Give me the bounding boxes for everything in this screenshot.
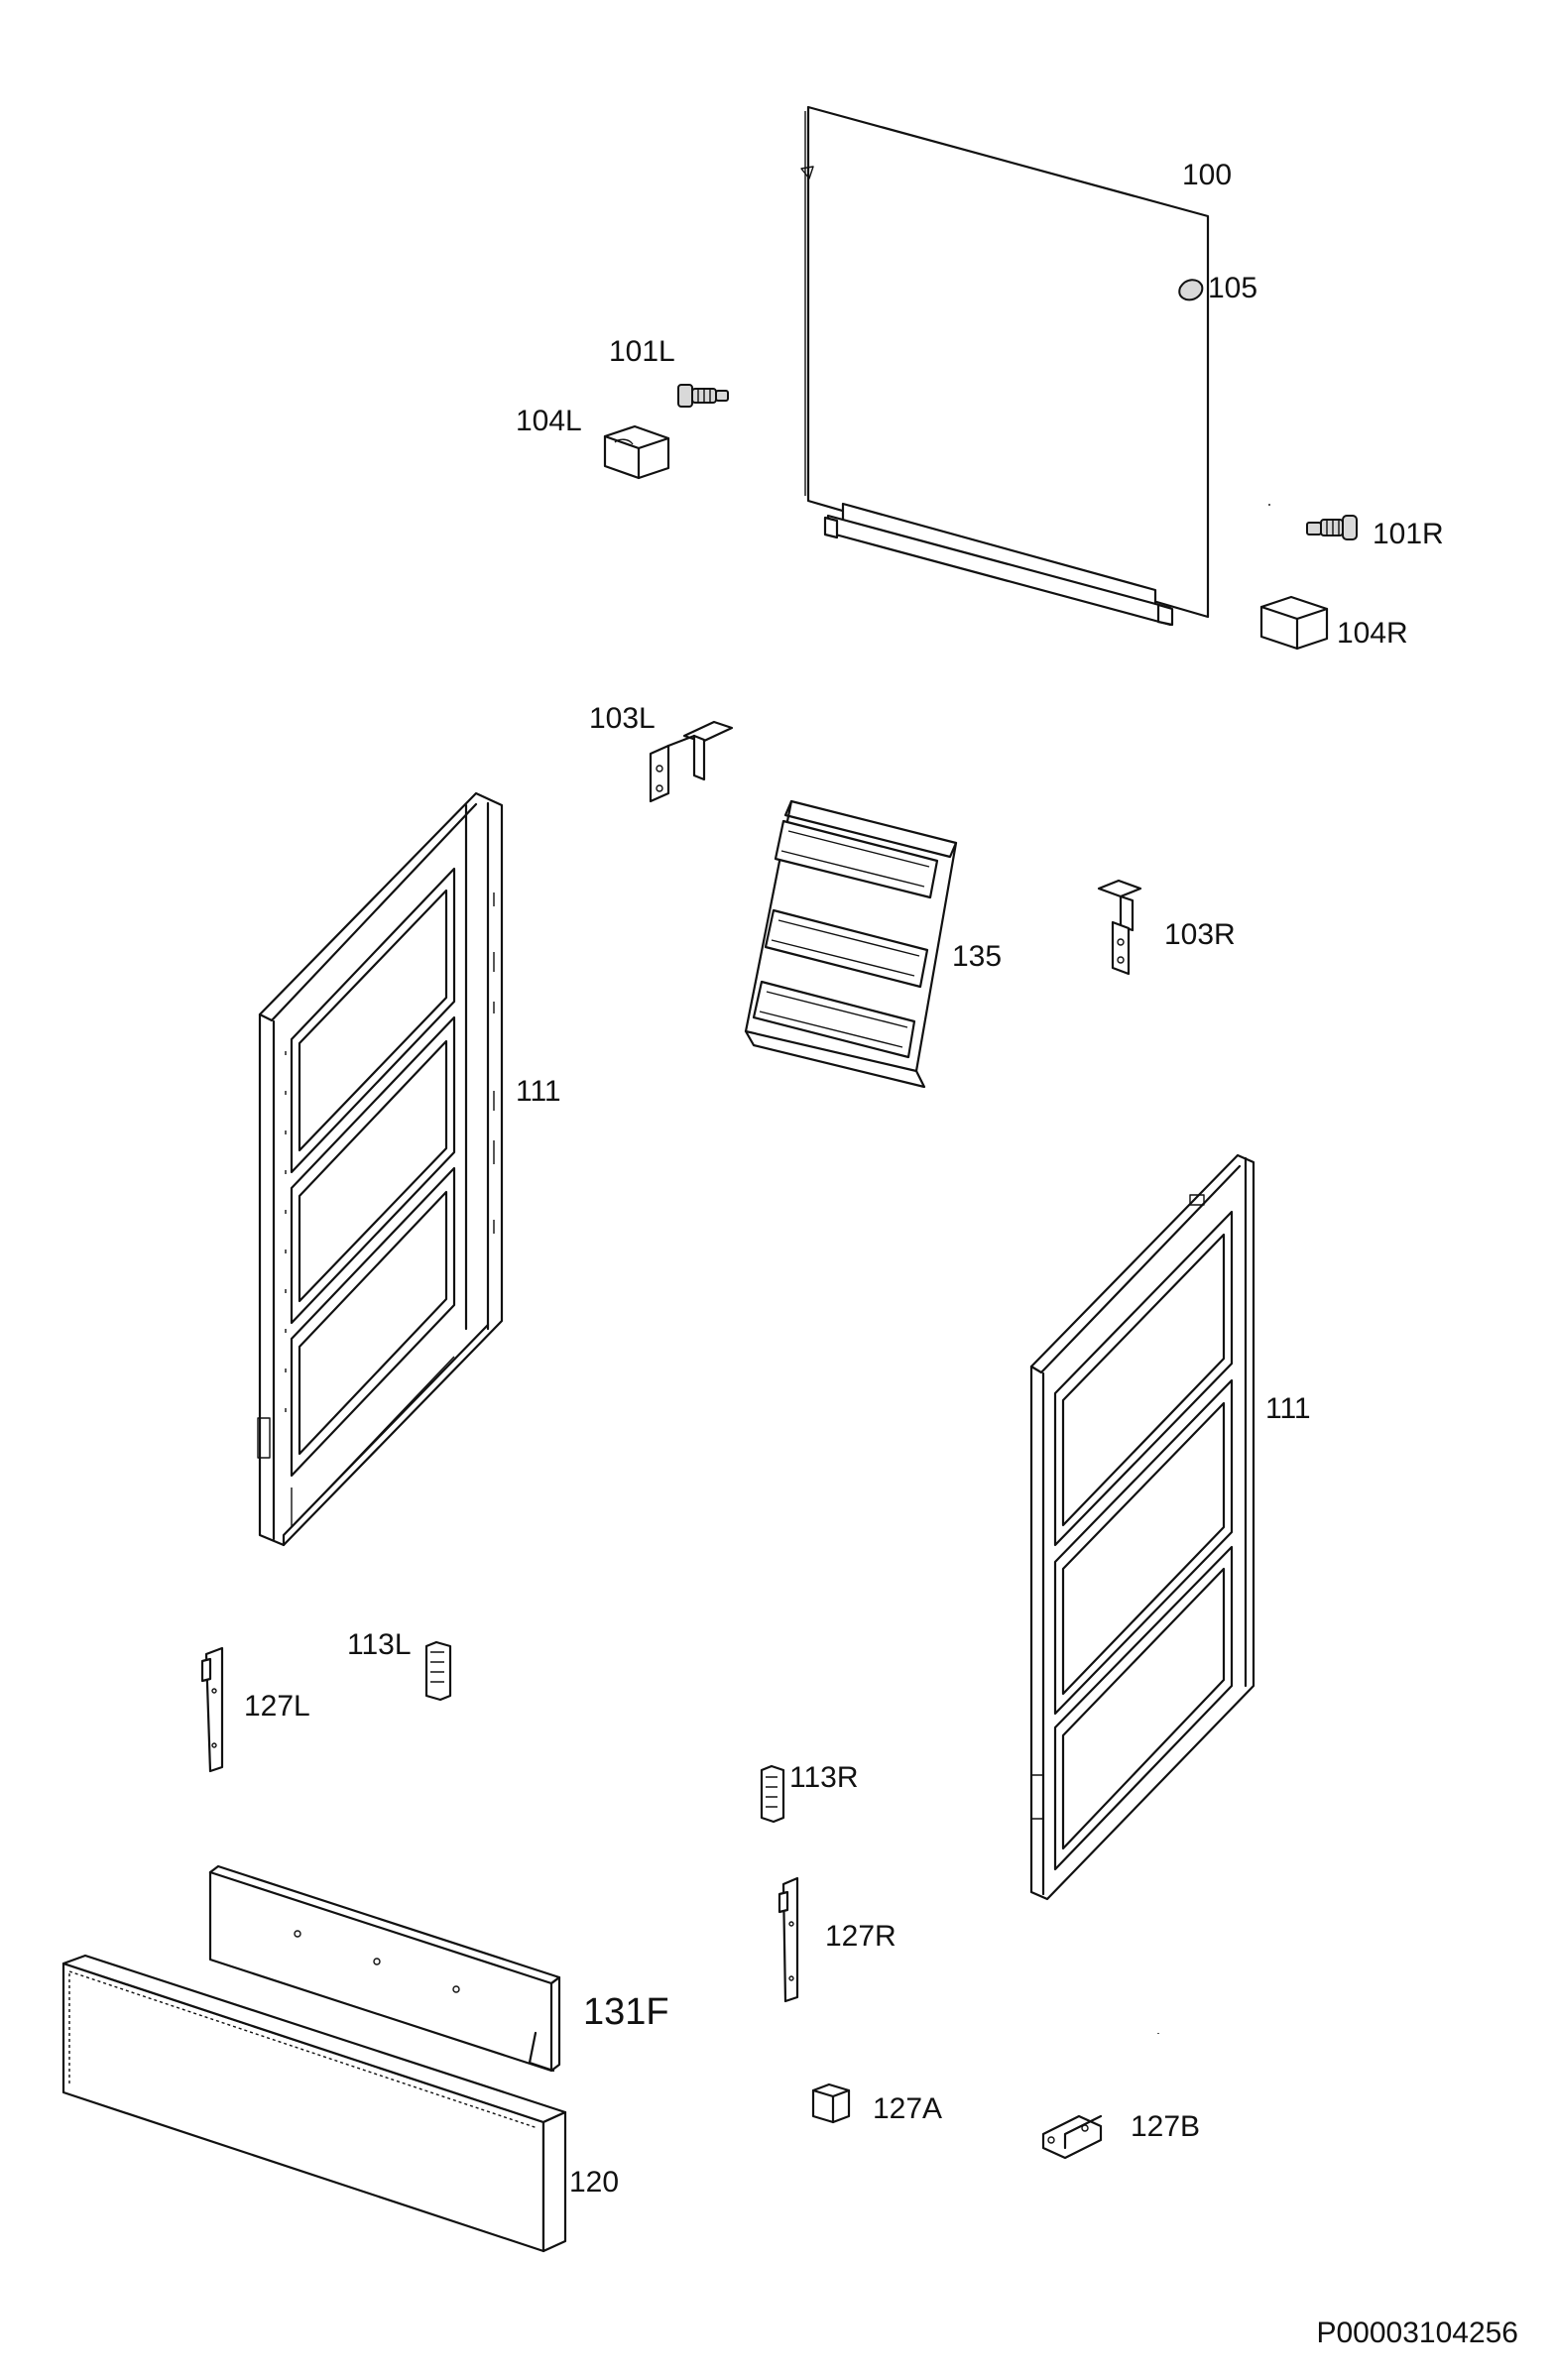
part-100-glass-panel — [800, 105, 1210, 619]
label-127R: 127R — [825, 1920, 897, 1953]
part-131F-plate — [208, 1864, 561, 2073]
part-111-right-frame — [1029, 1153, 1255, 1901]
part-127A-clip — [811, 2082, 851, 2124]
label-111-right: 111 — [1265, 1392, 1311, 1425]
label-113L: 113L — [347, 1628, 412, 1661]
label-103L: 103L — [589, 702, 656, 735]
part-104L-block — [603, 424, 670, 480]
label-105: 105 — [1208, 272, 1258, 304]
label-113R: 113R — [789, 1761, 859, 1794]
label-135: 135 — [952, 940, 1003, 973]
part-105-clip — [1178, 279, 1204, 301]
part-127L-strip — [200, 1646, 224, 1773]
part-101L-pin — [677, 384, 729, 408]
label-111-left: 111 — [516, 1075, 561, 1108]
part-111-left-frame — [257, 791, 504, 1547]
part-127R-strip — [777, 1876, 799, 2003]
label-127B: 127B — [1131, 2110, 1201, 2143]
label-104L: 104L — [516, 405, 582, 437]
label-127L: 127L — [244, 1690, 310, 1723]
label-120: 120 — [569, 2166, 620, 2199]
part-120-front-panel — [61, 1954, 567, 2253]
part-135-trough — [744, 799, 958, 1089]
part-100-bottom-profile — [823, 502, 1174, 627]
label-100: 100 — [1182, 159, 1233, 191]
label-103R: 103R — [1164, 918, 1236, 951]
part-103R-bracket — [1097, 879, 1142, 976]
part-101R-pin — [1306, 515, 1358, 540]
label-101R: 101R — [1373, 518, 1444, 550]
part-104R-block — [1259, 595, 1329, 651]
label-127A: 127A — [873, 2092, 943, 2125]
part-103L-bracket — [649, 720, 734, 803]
part-113R-clip — [760, 1764, 785, 1824]
label-101L: 101L — [609, 335, 675, 368]
label-104R: 104R — [1337, 617, 1408, 650]
part-113L-clip — [424, 1640, 452, 1702]
document-code: P00003104256 — [1316, 2317, 1518, 2349]
part-127B-bracket — [1041, 2114, 1103, 2160]
label-131F: 131F — [583, 1991, 669, 2033]
